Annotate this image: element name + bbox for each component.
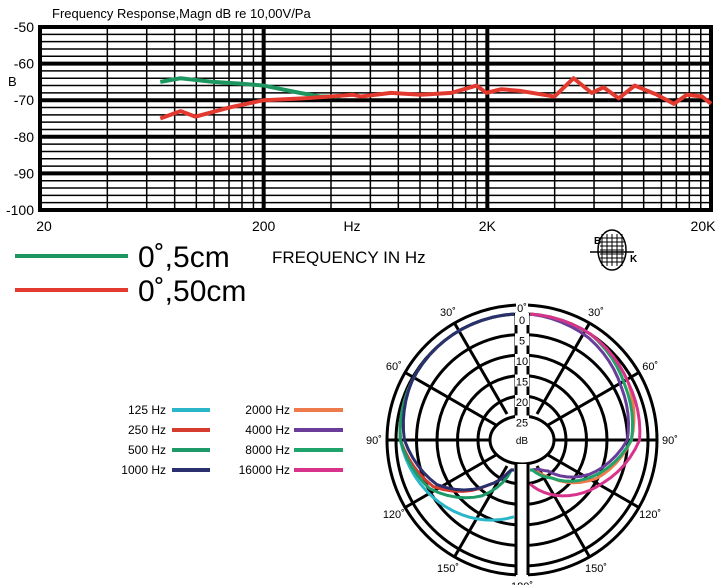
r-tick-label: 20 — [516, 397, 528, 409]
polar-series-4000-hz — [529, 312, 631, 479]
y-tick-label: -80 — [14, 129, 34, 145]
polar-series-16000-hz — [529, 312, 642, 498]
bk-logo-icon — [590, 229, 634, 271]
angle-label: 90˚ — [662, 435, 678, 447]
polar-legend-label: 4000 Hz — [245, 423, 290, 437]
angle-label: 150˚ — [585, 563, 607, 575]
angle-label: 60˚ — [642, 361, 658, 373]
y-tick-label: -50 — [14, 19, 34, 35]
y-tick-label: -60 — [14, 56, 34, 72]
x-tick-label: 20K — [691, 218, 717, 234]
r-tick-bg — [515, 333, 529, 346]
logo-letter: K — [630, 254, 638, 265]
x-unit-label: Hz — [343, 218, 360, 234]
angle-label: 150˚ — [437, 563, 459, 575]
polar-spoke — [535, 465, 591, 558]
polar-legend-label: 500 Hz — [128, 443, 166, 457]
logo-outline — [597, 229, 627, 271]
plot-area — [38, 25, 713, 212]
y-tick-label: -70 — [14, 92, 34, 108]
r-unit-label: dB — [516, 436, 529, 447]
r-tick-bg — [515, 374, 529, 387]
polar-spoke — [535, 322, 591, 415]
angle-label: 120˚ — [383, 509, 405, 521]
angle-label: 90˚ — [366, 435, 382, 447]
polar-legend-label: 125 Hz — [128, 403, 166, 417]
polar-legend-label: 16000 Hz — [239, 463, 290, 477]
r-tick-bg — [515, 354, 529, 366]
angle-label: 30˚ — [440, 307, 456, 319]
polar-spoke — [404, 453, 497, 509]
y-tick-label: -90 — [14, 165, 34, 181]
polar-legend-label: 8000 Hz — [245, 443, 290, 457]
legend-label: 0˚,50cm — [138, 275, 246, 308]
polar-gap-bottom — [516, 464, 528, 580]
r-tick-bg — [515, 415, 529, 428]
polar-spoke — [404, 371, 497, 427]
r-tick-label: 25 — [516, 418, 528, 430]
angle-label: 0˚ — [517, 303, 527, 315]
r-tick-bg — [515, 395, 529, 407]
polar-legend-label: 1000 Hz — [121, 463, 166, 477]
x-tick-label: 200 — [252, 218, 276, 234]
polar-legend-label: 2000 Hz — [245, 403, 290, 417]
r-tick-bg — [515, 313, 529, 325]
r-tick-label: 15 — [516, 377, 528, 389]
y-tick-label: -100 — [6, 202, 34, 218]
legend-label: 0˚,5cm — [138, 241, 230, 274]
polar-legend-label: 250 Hz — [128, 423, 166, 437]
x-tick-label: 20 — [36, 218, 52, 234]
polar-spoke — [547, 453, 640, 509]
x-tick-label: 2K — [479, 218, 497, 234]
logo-letter: B — [594, 236, 601, 247]
y-axis-label: B — [8, 74, 17, 89]
chart-title: Frequency Response,Magn dB re 10,00V/Pa — [52, 6, 311, 21]
polar-plot — [385, 302, 659, 580]
polar-spoke — [453, 322, 509, 415]
r-tick-label: 5 — [519, 336, 525, 348]
r-tick-label: 10 — [516, 356, 528, 368]
angle-label: 120˚ — [639, 509, 661, 521]
x-axis-label: FREQUENCY IN Hz — [272, 248, 426, 267]
angle-label: 180˚ — [511, 581, 533, 585]
r-tick-label: 0 — [519, 315, 525, 327]
angle-label: 30˚ — [588, 307, 604, 319]
angle-label: 60˚ — [386, 361, 402, 373]
polar-series-1000-hz — [401, 312, 515, 492]
